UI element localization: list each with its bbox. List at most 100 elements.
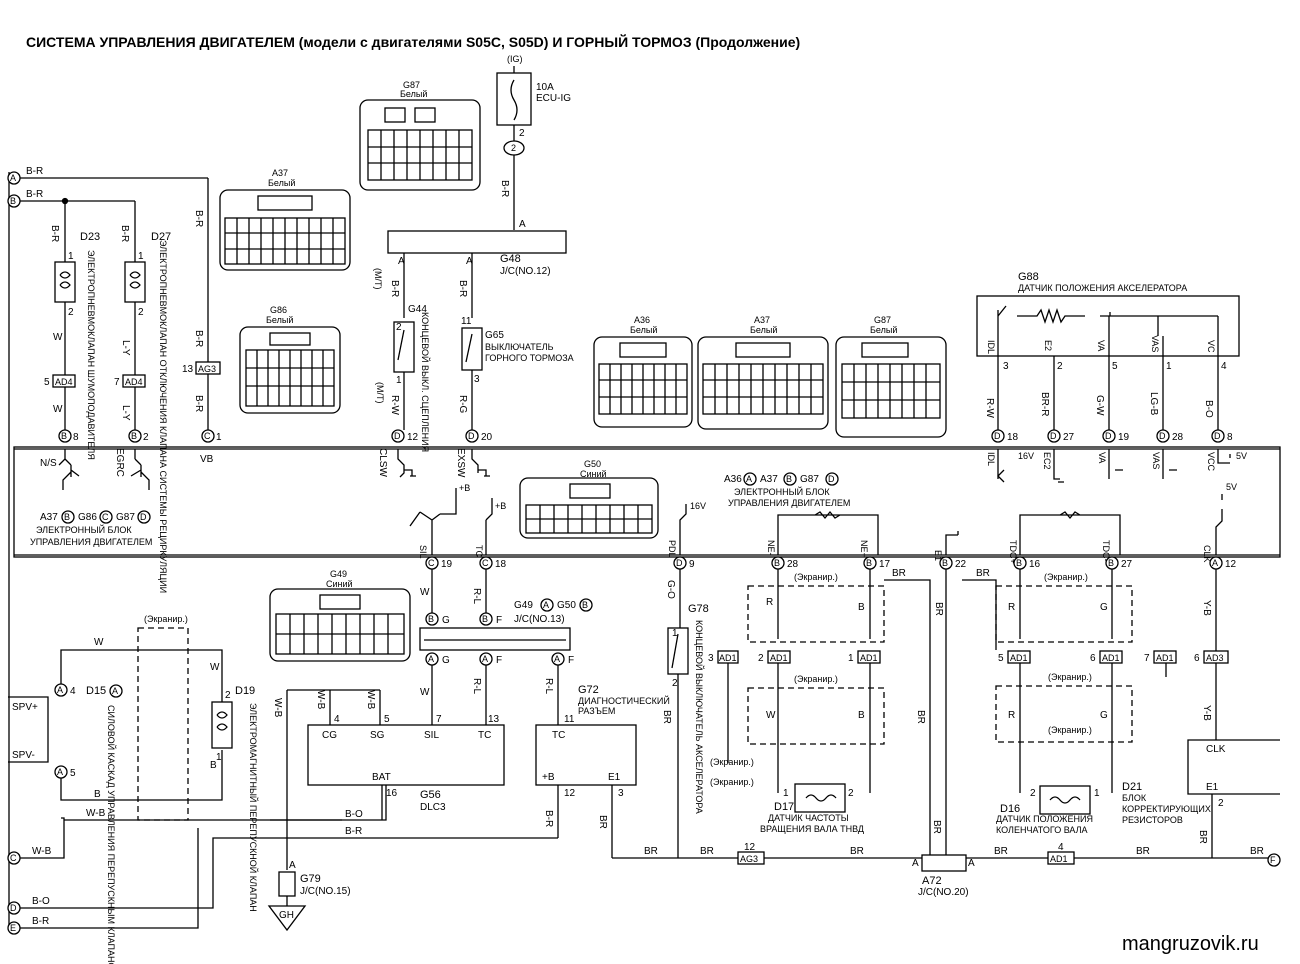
diagram-label: B [786,474,792,484]
diagram-label: B-R [119,225,130,242]
diagram-label: D27 [151,231,171,243]
diagram-label: J/C(NO.12) [500,266,551,277]
diagram-label: A37 [760,474,778,485]
diagram-label: A37 [272,168,288,178]
ecu-mid-label: A36 A A37 B G87 D ЭЛЕКТРОННЫЙ БЛОК УПРАВ… [724,472,850,508]
connector-g87-mid: G87 Белый [835,315,947,438]
diagram-label: A [554,654,560,664]
diagram-label: 1 [783,788,789,799]
diagram-label: LG-B [1148,392,1159,416]
diagram-label: B-O [1203,400,1214,418]
diagram-label: A [543,600,549,610]
diagram-label: A [398,256,405,267]
diagram-label: B-R [389,280,400,297]
diagram-label: +B [542,772,555,783]
d19-bypass-solenoid: 2 D19 1 ЭЛЕКТРОМАГНИТНЫЙ ПЕРЕПУСКНОЙ КЛА… [211,685,259,912]
diagram-label: B-R [49,225,60,242]
diagram-label: EXSW [455,448,466,478]
diagram-label: A [1212,558,1218,568]
diagram-label: 1 [216,752,222,763]
vb-line: B-R B-R AG3 13 B-R [182,178,221,430]
diagram-label: D [140,512,147,522]
diagram-label: R-G [457,395,468,414]
diagram-label: B [64,512,70,522]
diagram-label: 1 [138,251,144,262]
diagram-label: 7 [114,377,120,388]
diagram-label: 19 [441,559,453,570]
connector-g49: G49 Синий [269,569,411,662]
diagram-label: 10A [536,82,554,93]
diagram-label: 19 [1118,432,1130,443]
diagram-label: G56 [420,789,441,801]
diagram-label: G79 [300,873,321,885]
diagram-label: 2 [1030,788,1036,799]
diagram-label: ЭЛЕКТРОПНЕВМОКЛАПАН ОТКЛЮЧЕНИЯ КЛАПАНА С… [158,240,168,593]
diagram-label: C [102,512,109,522]
diagram-label: BR [850,846,864,857]
diagram-label: R-L [471,678,482,695]
diagram-label: ГОРНОГО ТОРМОЗА [485,353,574,363]
diagram-label: Y-B [1201,705,1212,721]
diagram-label: 2 [143,432,149,443]
g88-accelerator-sensor: G88 ДАТЧИК ПОЛОЖЕНИЯ АКСЕЛЕРАТОРА IDL E2… [976,271,1240,430]
diagram-label: D23 [80,231,100,243]
diagram-label: 8 [73,432,79,443]
diagram-label: NE- [766,540,776,556]
diagram-label: 5V [1236,451,1247,461]
diagram-label: УПРАВЛЕНИЯ ДВИГАТЕЛЕМ [30,537,152,547]
diagram-label: DLC3 [420,802,446,813]
d17-pump-speed-sensor: R B (Экранир.) AD1 3 AD1 2 AD1 1 (Экрани… [708,569,885,834]
diagram-label: VA [1096,340,1106,351]
diagram-label: Белый [268,178,295,188]
g78-accelerator-switch: G-O G78 1 2 КОНЦЕВОЙ ВЫКЛЮЧАТЕЛЬ АКСЕЛЕР… [661,569,709,858]
diagram-label: B [582,600,588,610]
diagram-label: CLK [1206,744,1226,755]
diagram-label: W [94,637,104,648]
diagram-label: C [204,431,211,441]
ecu-terminal-b8: B 8 N/S [40,429,79,469]
diagram-label: G [442,615,450,626]
diagram-label: SIL [418,545,428,559]
diagram-label: 1 [848,653,854,664]
diagram-label: G-O [665,580,676,599]
diagram-label: G78 [688,603,709,615]
diagram-label: C [10,853,17,863]
diagram-label: G [1100,710,1108,721]
diagram-label: BR [915,710,926,724]
diagram-label: 2 [511,143,516,153]
diagram-label: EGRC [114,448,125,477]
diagram-label: BR [976,568,990,579]
diagram-label: 20 [481,432,493,443]
diagram-label: Белый [266,315,293,325]
ecu-left-label: A37 B G86 C G87 D ЭЛЕКТРОННЫЙ БЛОК УПРАВ… [30,510,152,547]
connector-g86: G86 Белый [239,305,341,414]
diagram-label: W [766,710,776,721]
diagram-label: G87 [874,315,891,325]
diagram-label: VB [200,454,214,465]
diagram-label: A [112,686,118,696]
diagram-label: D [994,431,1001,441]
diagram-label: VA [1097,452,1107,463]
diagram-label: СИЛОВОЙ КАСКАД УПРАВЛЕНИЯ ПЕРЕПУСКНЫМ КЛ… [106,705,117,964]
diagram-label: BR [931,820,942,834]
diagram-label: G48 [500,253,521,265]
diagram-label: 16V [1018,451,1034,461]
diagram-label: W-B [272,698,283,718]
diagram-label: ЭЛЕКТРОМАГНИТНЫЙ ПЕРЕПУСКНОЙ КЛАПАН [248,703,259,912]
diagram-title: СИСТЕМА УПРАВЛЕНИЯ ДВИГАТЕЛЕМ (модели с … [26,33,800,50]
diagram-label: 2 [672,678,678,689]
diagram-label: G-W [1094,395,1105,416]
diagram-label: ЭЛЕКТРОННЫЙ БЛОК [734,486,830,497]
diagram-label: AD1 [1050,854,1068,864]
diagram-label: ДАТЧИК ПОЛОЖЕНИЯ [996,814,1093,824]
diagram-label: 27 [1063,432,1075,443]
diagram-label: VAS [1151,452,1161,469]
diagram-label: B [866,558,872,568]
diagram-label: W [420,687,430,698]
connector-a37-left: A37 Белый [219,168,351,271]
diagram-label: 5 [384,714,390,725]
diagram-label: A37 [40,512,58,523]
diagram-label: 4 [1058,842,1064,853]
diagram-label: B [858,602,865,613]
diagram-label: AD3 [1206,653,1224,663]
